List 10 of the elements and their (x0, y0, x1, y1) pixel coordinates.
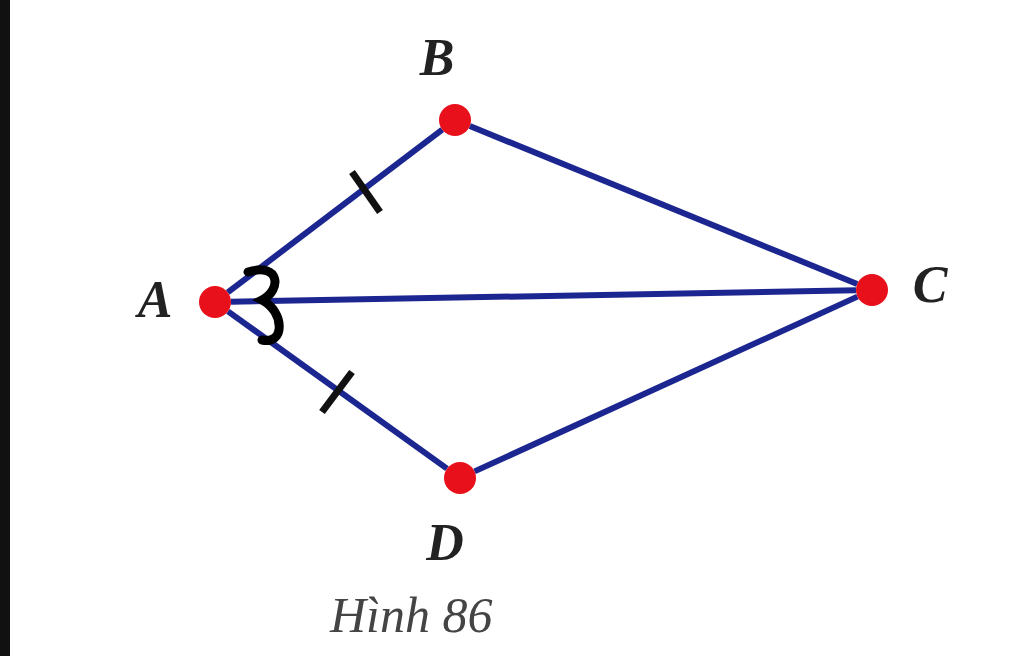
line-segment (225, 127, 445, 295)
point-label: A (134, 270, 174, 330)
point-label: D (425, 513, 465, 573)
line-segment (230, 287, 857, 305)
point-label: B (418, 28, 456, 88)
line-segment (226, 308, 449, 472)
point-label: C (911, 255, 949, 315)
line-segment (468, 123, 859, 287)
line-segment (473, 293, 859, 475)
figure-caption: Hình 86 (330, 586, 493, 645)
